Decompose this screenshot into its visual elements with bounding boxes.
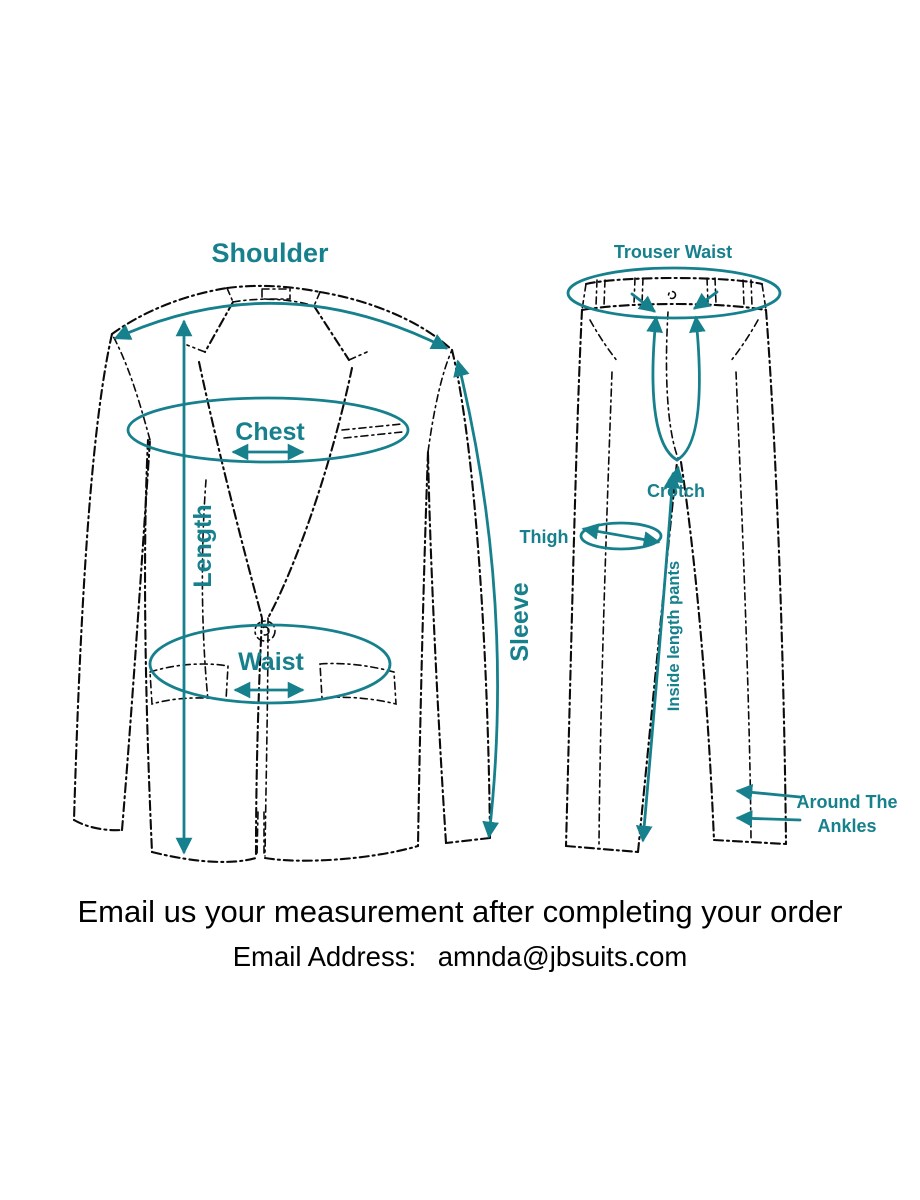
jacket-hem-right bbox=[263, 844, 420, 862]
jacket-left-lapel-edge bbox=[197, 360, 264, 620]
footer-email-label: Email Address: bbox=[233, 941, 416, 972]
jacket-hanger-loop bbox=[261, 288, 291, 300]
jacket-hem-left bbox=[150, 850, 258, 863]
jacket-right-lapel-edge bbox=[266, 366, 354, 620]
inside-length-label: Inside length pants bbox=[665, 561, 683, 711]
crotch-measure-loop-left bbox=[646, 315, 679, 462]
jacket-front-right-edge bbox=[264, 617, 269, 857]
jacket-right-lapel-notch bbox=[348, 351, 368, 361]
jacket-right-cuff bbox=[444, 836, 492, 845]
jacket-right-body-seam bbox=[416, 450, 430, 848]
trousers-right-leg-outer bbox=[764, 308, 788, 846]
jacket-right-sleeve-inner bbox=[426, 450, 448, 845]
trousers-waistband-bottom bbox=[580, 302, 768, 312]
jacket-collar-right-edge bbox=[313, 291, 321, 307]
trouser-waist-arrow-right bbox=[692, 290, 719, 310]
trousers-belt-loops bbox=[595, 277, 753, 307]
waist-label: Waist bbox=[238, 648, 304, 676]
waist-measure-ellipse bbox=[148, 623, 392, 705]
footer-email-address: amnda@jbsuits.com bbox=[438, 941, 688, 972]
trousers-waistband-top bbox=[584, 276, 764, 286]
jacket-front-left-edge bbox=[254, 616, 264, 856]
trousers-left-hem bbox=[564, 844, 640, 854]
trousers-right-hem bbox=[712, 838, 788, 846]
inseam-measure-arrow bbox=[635, 471, 681, 843]
chest-measure-ellipse bbox=[126, 396, 410, 464]
jacket-left-dart bbox=[201, 479, 209, 701]
trousers-left-crease bbox=[598, 371, 613, 845]
jacket-left-sleeve-inner bbox=[120, 438, 152, 832]
footer-email-line: Email Address: amnda@jbsuits.com bbox=[233, 941, 688, 972]
jacket-vent-line bbox=[256, 811, 265, 857]
thigh-label: Thigh bbox=[520, 527, 569, 547]
trousers-fly-seam bbox=[665, 311, 679, 459]
trousers-left-pocket bbox=[589, 319, 619, 363]
crotch-label: Crotch bbox=[647, 481, 705, 501]
jacket-collar-top-line bbox=[225, 284, 322, 294]
jacket-breast-pocket bbox=[341, 423, 403, 439]
around-ankles-label-line1: Around The bbox=[797, 792, 898, 812]
trousers-left-leg-outer bbox=[564, 308, 584, 848]
length-label: Length bbox=[189, 504, 217, 587]
ankle-arrow-upper bbox=[735, 784, 802, 801]
trouser-waist-label: Trouser Waist bbox=[614, 242, 732, 262]
jacket-button-outer bbox=[254, 620, 276, 642]
ankle-arrow-lower bbox=[735, 810, 802, 827]
jacket-left-shoulder-line bbox=[110, 286, 229, 336]
shoulder-measure-arc bbox=[113, 301, 449, 350]
jacket-left-lapel-notch bbox=[186, 344, 206, 353]
around-ankles-label-line2: Ankles bbox=[817, 816, 876, 836]
jacket-left-sleeve-outer bbox=[72, 332, 114, 822]
trousers-waist-button bbox=[667, 290, 677, 300]
trousers-right-leg-inner bbox=[679, 460, 716, 842]
measurement-annotations: Shoulder Chest Length Waist Sleeve Trous… bbox=[113, 238, 898, 855]
trouser-waist-arrow-left bbox=[630, 292, 656, 313]
trousers-right-pocket bbox=[729, 319, 759, 363]
jacket-collar-left-edge bbox=[226, 287, 234, 303]
chest-label: Chest bbox=[235, 418, 305, 446]
footer: Email us your measurement after completi… bbox=[78, 894, 843, 972]
trouser-waist-measure-ellipse bbox=[566, 266, 782, 320]
thigh-measure-arrow bbox=[581, 523, 661, 548]
footer-instruction: Email us your measurement after completi… bbox=[78, 894, 843, 929]
sleeve-label: Sleeve bbox=[506, 582, 534, 661]
shoulder-label: Shoulder bbox=[211, 238, 328, 268]
jacket-right-armhole bbox=[427, 349, 453, 453]
jacket-right-shoulder-line bbox=[318, 290, 454, 352]
jacket-right-lapel-roll bbox=[312, 304, 351, 362]
crotch-measure-loop-right bbox=[675, 315, 706, 462]
sleeve-measure-arc bbox=[453, 359, 499, 839]
jacket-left-cuff bbox=[72, 818, 124, 832]
jacket-button-inner bbox=[260, 626, 270, 636]
jacket-left-body-seam bbox=[143, 438, 154, 854]
trousers-right-crease bbox=[735, 371, 752, 839]
jacket-drawing bbox=[72, 284, 492, 863]
